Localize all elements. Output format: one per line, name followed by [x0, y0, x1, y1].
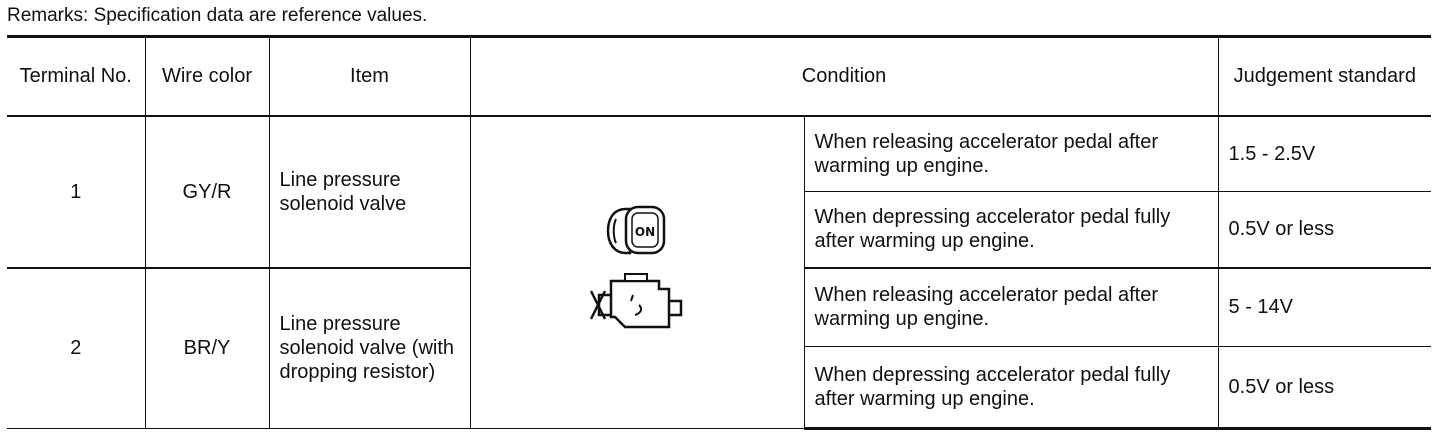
- item-cell: Line pressure solenoid valve: [268, 115, 471, 268]
- engine-running-icon: [589, 273, 683, 329]
- condition-text-cell: When releasing accelerator pedal after w…: [803, 115, 1219, 192]
- wire-color-cell: GY/R: [144, 115, 270, 268]
- condition-text-cell: When depressing accelerator pedal fully …: [804, 346, 1219, 430]
- terminal-no-cell: 1: [7, 115, 146, 268]
- judgement-value-cell: 1.5 - 2.5V: [1217, 115, 1432, 192]
- header-condition: Condition: [469, 35, 1219, 117]
- condition-text-cell: When depressing accelerator pedal fully …: [804, 191, 1219, 268]
- remarks-text: Remarks: Specification data are referenc…: [7, 5, 428, 26]
- ignition-switch-on-icon: ON: [606, 206, 666, 255]
- header-wire-color: Wire color: [144, 35, 270, 117]
- judgement-value-cell: 5 - 14V: [1217, 266, 1432, 347]
- ignition-key-label: ON: [635, 225, 655, 239]
- table-row: 1 GY/R Line pressure solenoid valve ON: [7, 115, 1432, 429]
- condition-text-cell: When releasing accelerator pedal after w…: [803, 266, 1219, 347]
- table-header-row: Terminal No. Wire color Item Condition J…: [7, 35, 1432, 117]
- table-row: When depressing accelerator pedal fully …: [7, 346, 1432, 430]
- judgement-value-cell: 0.5V or less: [1217, 346, 1432, 430]
- condition-icons-cell: ON: [469, 115, 805, 429]
- judgement-value-cell: 0.5V or less: [1217, 191, 1432, 268]
- terminal-no-cell: 2: [7, 266, 146, 429]
- header-judgement-standard: Judgement standard: [1217, 35, 1432, 117]
- header-item: Item: [268, 35, 471, 117]
- item-cell: Line pressure solenoid valve (with dropp…: [268, 266, 471, 429]
- condition-icon-stack: ON: [582, 203, 692, 335]
- wire-color-cell: BR/Y: [144, 266, 270, 429]
- header-terminal-no: Terminal No.: [7, 35, 146, 117]
- terminal-spec-table: Terminal No. Wire color Item Condition J…: [7, 35, 1432, 430]
